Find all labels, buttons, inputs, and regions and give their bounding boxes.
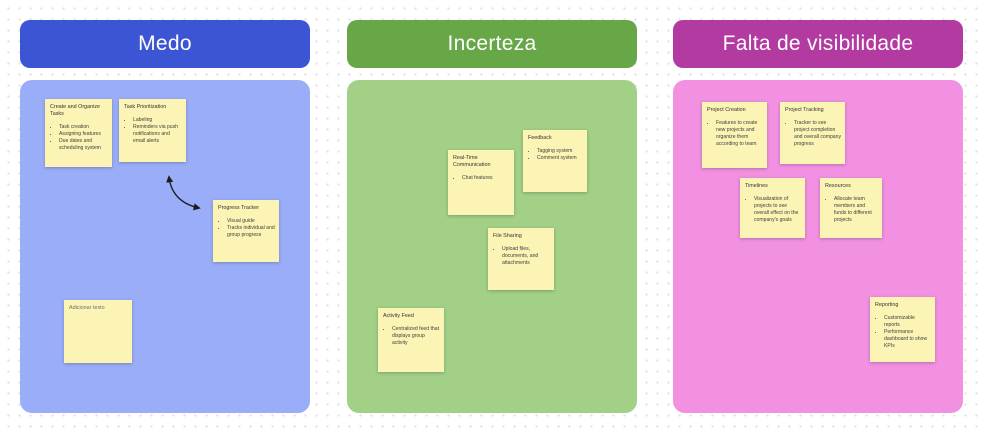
sticky-note-progress-tracker[interactable]: Progress Tracker Visual guide Tracks ind… [213, 200, 279, 262]
note-title: Project Tracking [785, 107, 824, 113]
sticky-note-project-tracking[interactable]: Project Tracking Tracker to see project … [780, 102, 845, 164]
note-bullets: Visualization of projects to see overall… [745, 196, 801, 224]
note-title: Activity Feed [383, 313, 414, 319]
note-title: Real-Time Communication [453, 155, 491, 169]
note-bullets: Centralized feed that displays group act… [383, 326, 440, 347]
note-title: Progress Tracker [218, 205, 260, 211]
curved-double-arrow-connector[interactable] [160, 166, 212, 218]
note-title: Resources [825, 183, 851, 189]
note-bullets: Tagging system Comment system [528, 148, 583, 162]
note-bullets: Chat features [453, 175, 510, 182]
note-title: Timelines [745, 183, 768, 189]
note-bullets: Upload files, documents, and attachments [493, 246, 550, 267]
note-bullets: Customizable reports Performance dashboa… [875, 315, 931, 349]
note-title: Task Prioritization [124, 104, 167, 110]
sticky-note-create-and-organize-tasks[interactable]: Create and Organize Tasks Task creation … [45, 99, 112, 167]
note-title: Create and Organize Tasks [50, 104, 101, 118]
sticky-note-timelines[interactable]: Timelines Visualization of projects to s… [740, 178, 805, 238]
sticky-note-adicionar-texto[interactable]: Adicionar texto [64, 300, 132, 363]
sticky-note-project-creation[interactable]: Project Creation Features to create new … [702, 102, 767, 168]
sticky-note-activity-feed[interactable]: Activity Feed Centralized feed that disp… [378, 308, 444, 372]
note-bullets: Tracker to see project completion and ov… [785, 120, 841, 148]
sticky-note-feedback[interactable]: Feedback Tagging system Comment system [523, 130, 587, 192]
column-header-falta-de-visibilidade[interactable]: Falta de visibilidade [673, 20, 963, 68]
sticky-note-file-sharing[interactable]: File Sharing Upload files, documents, an… [488, 228, 554, 290]
note-bullets: Features to create new projects and orga… [707, 120, 763, 148]
note-title: Project Creation [707, 107, 746, 113]
column-title: Incerteza [447, 32, 537, 55]
note-bullets: Task creation Assigning features Due dat… [50, 124, 108, 152]
column-title: Medo [138, 32, 192, 55]
note-bullets: Visual guide Tracks individual and group… [218, 218, 275, 239]
column-title: Falta de visibilidade [722, 32, 914, 55]
sticky-note-task-prioritization[interactable]: Task Prioritization Labeling Reminders v… [119, 99, 186, 162]
column-header-medo[interactable]: Medo [20, 20, 310, 68]
note-bullets: Labeling Reminders via push notification… [124, 117, 182, 145]
sticky-note-reporting[interactable]: Reporting Customizable reports Performan… [870, 297, 935, 362]
note-title: Feedback [528, 135, 552, 141]
sticky-note-resources[interactable]: Resources Allocate team members and fund… [820, 178, 882, 238]
note-title: File Sharing [493, 233, 522, 239]
sticky-note-real-time-communication[interactable]: Real-Time Communication Chat features [448, 150, 514, 215]
column-header-incerteza[interactable]: Incerteza [347, 20, 637, 68]
note-bullets: Allocate team members and funds to diffe… [825, 196, 878, 224]
note-title: Reporting [875, 302, 899, 308]
note-placeholder-text: Adicionar texto [69, 305, 105, 311]
